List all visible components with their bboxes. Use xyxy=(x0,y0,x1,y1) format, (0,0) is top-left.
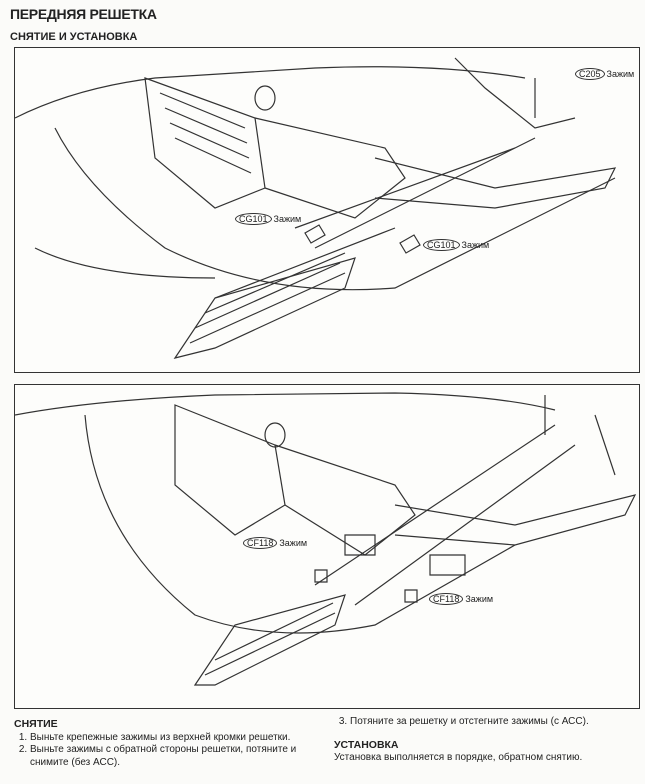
callout-code: CG101 xyxy=(235,213,272,225)
grille-clip-illustration xyxy=(15,392,637,686)
removal-continued-and-installation: Потяните за решетку и отстегните зажимы … xyxy=(334,716,634,765)
removal-step: Выньте крепежные зажимы из верхней кромк… xyxy=(30,732,324,745)
callout-code: CF118 xyxy=(429,593,464,605)
removal-diagram-top: C205 Зажим CG101 Зажим CG101 Зажим xyxy=(14,47,640,373)
callout-code: CG101 xyxy=(423,239,460,251)
installation-heading: УСТАНОВКА xyxy=(334,738,399,751)
callout-cf118-right: CF118 Зажим xyxy=(429,593,493,605)
callout-label: Зажим xyxy=(273,214,302,224)
section-title: СНЯТИЕ И УСТАНОВКА xyxy=(10,31,138,43)
removal-heading: СНЯТИЕ xyxy=(14,718,58,730)
removal-diagram-bottom: CF118 Зажим CF118 Зажим xyxy=(14,384,640,709)
callout-label: Зажим xyxy=(279,538,308,548)
callout-cf118-left: CF118 Зажим xyxy=(243,537,307,549)
installation-text: Установка выполняется в порядке, обратно… xyxy=(334,752,583,763)
page-title: ПЕРЕДНЯЯ РЕШЕТКА xyxy=(10,6,157,22)
callout-label: Зажим xyxy=(606,69,635,79)
grille-clip-illustration xyxy=(15,57,617,359)
callout-label: Зажим xyxy=(465,594,494,604)
callout-cg101-right: CG101 Зажим xyxy=(423,239,489,251)
callout-code: CF118 xyxy=(243,537,278,549)
removal-section: СНЯТИЕ Выньте крепежные зажимы из верхне… xyxy=(14,718,324,769)
removal-step: Потяните за решетку и отстегните зажимы … xyxy=(350,716,634,729)
removal-step: Выньте зажимы с обратной стороны решетки… xyxy=(30,744,324,769)
callout-cg101-left: CG101 Зажим xyxy=(235,213,301,225)
callout-label: Зажим xyxy=(461,240,490,250)
callout-c205: C205 Зажим xyxy=(575,68,634,80)
callout-code: C205 xyxy=(575,68,605,80)
